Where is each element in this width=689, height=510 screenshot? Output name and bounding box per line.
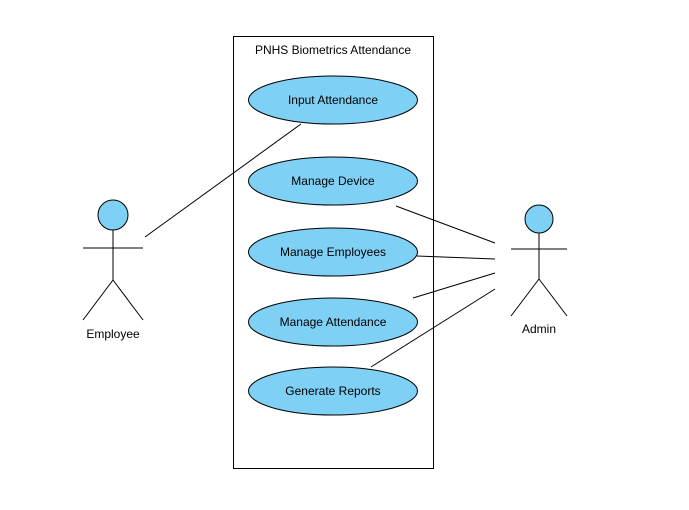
usecase-generate-reports[interactable]: Generate Reports <box>248 366 418 416</box>
usecase-manage-device[interactable]: Manage Device <box>248 156 418 206</box>
actor-label: Employee <box>86 327 140 341</box>
usecase-manage-employees[interactable]: Manage Employees <box>248 227 418 277</box>
actor-head-icon <box>524 204 554 234</box>
actor-head-icon <box>97 199 129 231</box>
usecase-input-attendance[interactable]: Input Attendance <box>248 75 418 125</box>
usecase-manage-attendance[interactable]: Manage Attendance <box>248 297 418 347</box>
usecase-label: Input Attendance <box>288 93 378 107</box>
actor-right-leg <box>538 278 568 317</box>
actor-left-leg <box>510 278 540 317</box>
actor-employee[interactable]: Employee <box>82 199 144 341</box>
actor-admin[interactable]: Admin <box>510 204 568 336</box>
usecase-ellipse <box>248 227 418 277</box>
usecase-label: Manage Device <box>291 174 375 188</box>
actor-right-leg <box>112 279 144 321</box>
assoc-admin-manage-attendance <box>412 272 496 299</box>
usecase-ellipse <box>248 156 418 206</box>
assoc-admin-generate-reports <box>370 288 496 368</box>
system-title: PNHS Biometrics Attendance <box>255 43 411 57</box>
usecase-label: Manage Attendance <box>280 315 387 329</box>
assoc-admin-manage-employees <box>416 255 496 260</box>
usecase-ellipse <box>248 366 418 416</box>
assoc-admin-manage-device <box>395 205 496 244</box>
actor-left-leg <box>82 279 114 321</box>
usecase-ellipse <box>248 75 418 125</box>
usecase-label: Manage Employees <box>280 245 386 259</box>
usecase-label: Generate Reports <box>285 384 380 398</box>
actor-label: Admin <box>522 322 556 336</box>
assoc-employee-input-attendance <box>144 123 302 238</box>
usecase-ellipse <box>248 297 418 347</box>
associations <box>144 123 496 368</box>
